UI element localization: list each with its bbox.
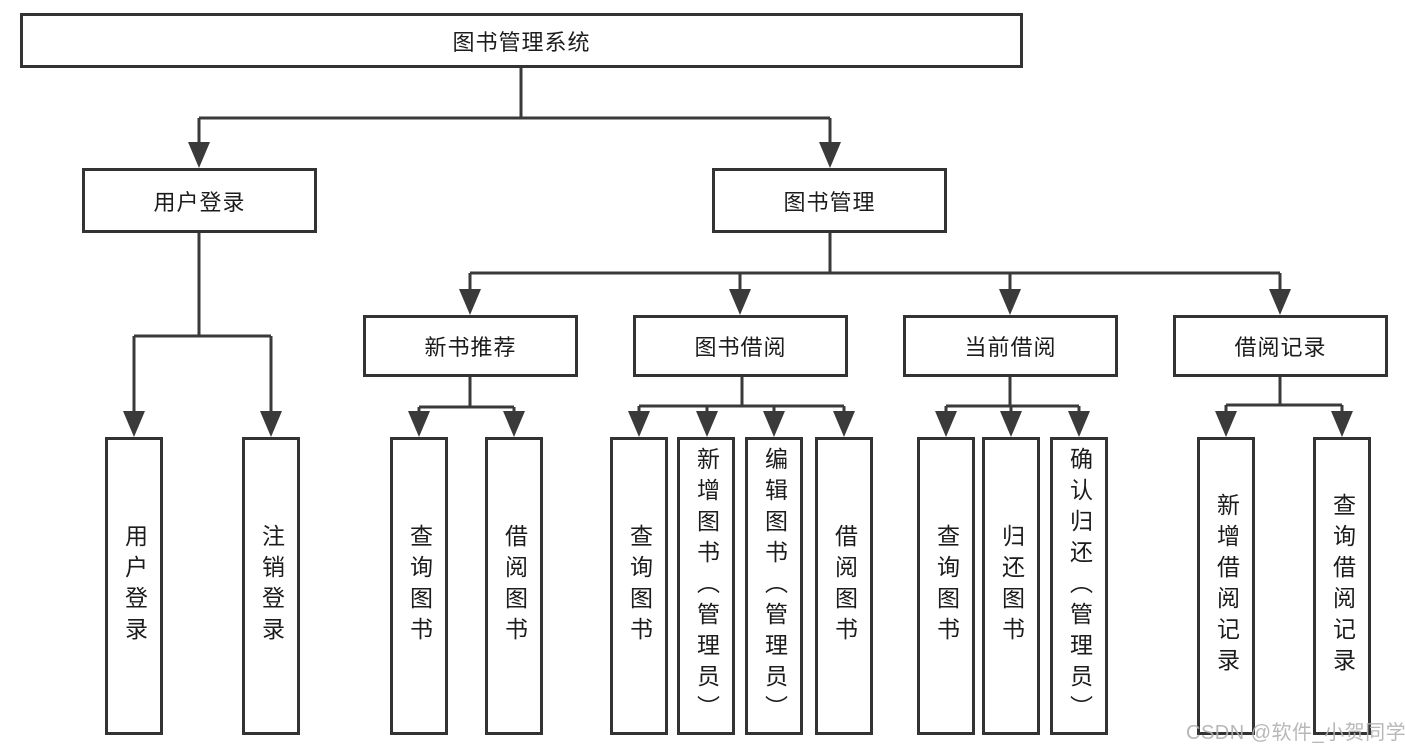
node-leaf-confirm-return-admin: 确认归还（管理员） <box>1050 437 1108 735</box>
node-new-book-recommend: 新书推荐 <box>363 315 578 377</box>
node-leaf-borrow-books-2: 借阅图书 <box>815 437 873 735</box>
node-book-borrowing: 图书借阅 <box>633 315 848 377</box>
node-user-login: 用户登录 <box>82 168 317 233</box>
node-leaf-add-books-admin: 新增图书（管理员） <box>677 437 735 735</box>
node-leaf-query-books-2: 查询图书 <box>610 437 668 735</box>
node-leaf-add-borrow-record: 新增借阅记录 <box>1197 437 1255 735</box>
node-leaf-borrow-books-1: 借阅图书 <box>485 437 543 735</box>
connector-borrow-records-branch <box>1224 377 1344 429</box>
connector-user-login-branch <box>132 233 273 429</box>
connector-book-mgmt-branch <box>468 233 1282 307</box>
node-leaf-return-books: 归还图书 <box>982 437 1040 735</box>
node-book-management: 图书管理 <box>712 168 947 233</box>
connector-book-borrow-branch <box>637 377 846 429</box>
node-current-borrowing: 当前借阅 <box>903 315 1118 377</box>
node-leaf-query-books-3: 查询图书 <box>917 437 975 735</box>
node-library-management-system: 图书管理系统 <box>20 13 1023 68</box>
node-borrowing-records: 借阅记录 <box>1173 315 1388 377</box>
csdn-watermark: CSDN @软件_小贺同学 <box>1186 722 1405 744</box>
node-leaf-logout: 注销登录 <box>242 437 300 735</box>
node-leaf-user-login: 用户登录 <box>105 437 163 735</box>
connector-root-to-level2 <box>197 68 832 160</box>
node-leaf-query-borrow-record: 查询借阅记录 <box>1313 437 1371 735</box>
connector-arrowheads <box>123 142 1353 437</box>
node-leaf-query-books-1: 查询图书 <box>390 437 448 735</box>
connector-new-books-branch <box>417 377 516 429</box>
node-leaf-edit-books-admin: 编辑图书（管理员） <box>745 437 803 735</box>
